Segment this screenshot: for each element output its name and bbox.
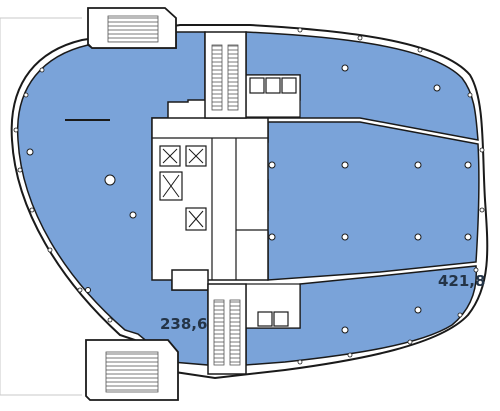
- facade-perimeter-dots: [13, 27, 485, 365]
- elevator-cross-marks: [162, 148, 204, 228]
- west-area-label: 238,6: [160, 315, 208, 333]
- east-office-zone-lower: [245, 265, 478, 366]
- central-core: [151, 117, 269, 291]
- west-office-zone: [16, 31, 209, 366]
- lower-east-rooms: [245, 283, 301, 329]
- upper-east-rooms: [245, 74, 301, 118]
- southwest-stair-tower: [85, 339, 179, 401]
- site-boundary-lines: [0, 17, 82, 396]
- core-partitions: [152, 137, 268, 280]
- east-office-zone-upper: [245, 31, 479, 141]
- east-office-zone-middle: [249, 121, 480, 281]
- structural-columns: [26, 64, 472, 334]
- northwest-stair-tower: [87, 7, 177, 49]
- top-stair-shaft: [204, 31, 247, 119]
- east-area-label: 421,8: [438, 272, 486, 290]
- bottom-stair-shaft: [207, 283, 247, 375]
